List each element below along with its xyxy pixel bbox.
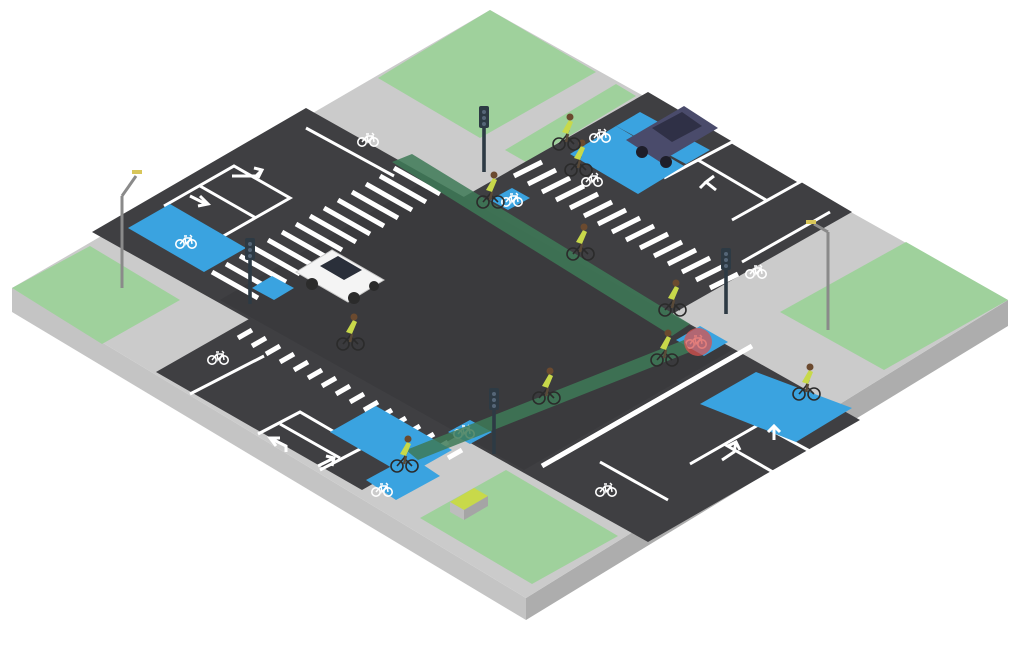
bike-pad-n: [490, 188, 530, 210]
straight-arrow-icon: [317, 454, 336, 468]
left-turn-arrow-icon: [267, 436, 288, 452]
lane-line-n: [305, 126, 395, 178]
lane-line-sw: [279, 422, 341, 460]
left-turn-arrow-icon: [698, 174, 717, 192]
grass-corner-left: [12, 246, 180, 344]
stop-box-sw: [257, 410, 366, 472]
road-arrows: [189, 166, 782, 468]
straight-arrow-icon: [189, 194, 212, 208]
street-lamps: [120, 170, 830, 330]
bike-box-ne: [570, 126, 684, 194]
straight-arrow-icon: [766, 423, 782, 440]
car-dark: [626, 106, 718, 168]
lane-line-nw: [199, 184, 257, 220]
left-turn-arrow-icon: [232, 166, 265, 179]
lane-line-ne: [697, 158, 767, 202]
road-surface: [92, 92, 860, 542]
path-red-marker: [684, 328, 712, 356]
intersection-core: [220, 178, 732, 470]
base-side-left: [12, 288, 526, 620]
planter: [450, 488, 488, 520]
crosswalk-south: [540, 343, 754, 469]
street-lamp-icon: [120, 170, 142, 288]
street-lamp-icon: [806, 220, 830, 330]
bike-pad-w: [252, 276, 294, 300]
lane-line-s: [599, 460, 669, 502]
path-green-diagonal: [392, 154, 690, 336]
bike-box-se: [700, 372, 852, 442]
lane-line-w: [189, 354, 265, 396]
grass-corner-top: [378, 10, 596, 138]
left-turn-arrow-icon: [721, 439, 742, 462]
car-white: [295, 249, 385, 304]
crosswalk-east: [512, 159, 740, 291]
grass-corner-right: [780, 242, 1008, 370]
